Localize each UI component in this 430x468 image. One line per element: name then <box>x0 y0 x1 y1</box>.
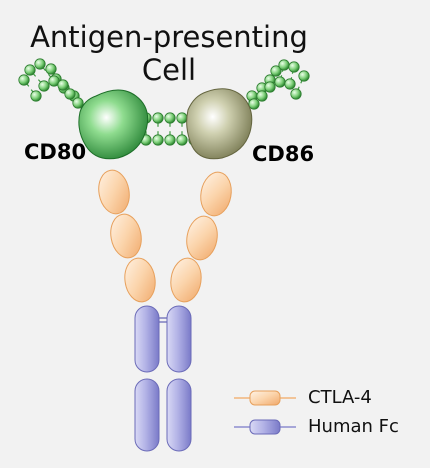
ctla4-domain-right-1 <box>200 171 232 217</box>
fc-domain-left-upper <box>134 305 160 373</box>
membrane-lipid-bead <box>57 79 69 91</box>
cell-title-line1: Antigen-presenting <box>30 20 308 54</box>
membrane-lipid-bead <box>72 97 84 109</box>
legend-ctla4-label: CTLA-4 <box>308 387 372 408</box>
membrane-lipid-bead <box>64 88 76 100</box>
membrane-lipid-bead <box>264 81 276 93</box>
cd80-label: CD80 <box>24 140 87 164</box>
ctla4-domain-right-3 <box>170 257 202 303</box>
ctla4-domain-left-3 <box>124 257 156 303</box>
membrane-lipid-bead <box>248 98 260 110</box>
cd80-protein <box>78 89 149 160</box>
membrane-lipid-bead <box>270 65 282 77</box>
legend-fc-icon <box>234 419 296 435</box>
membrane-lipid-bead <box>176 134 188 146</box>
membrane-lipid-bead <box>152 112 164 124</box>
cd86-protein <box>186 88 253 160</box>
membrane-lipid-bead <box>34 58 46 70</box>
ctla4-domain-left-1 <box>98 169 130 215</box>
ctla4-domain-right-2 <box>186 215 218 261</box>
legend-fc-label: Human Fc <box>308 416 399 437</box>
cd86-label: CD86 <box>252 142 315 166</box>
membrane-lipid-bead <box>38 80 50 92</box>
membrane-lipid-bead <box>164 112 176 124</box>
membrane-lipid-bead <box>176 112 188 124</box>
ctla4-domain-left-2 <box>110 213 142 259</box>
membrane-lipid-bead <box>288 61 300 73</box>
membrane-lipid-bead <box>256 90 268 102</box>
legend-ctla4-icon <box>234 390 296 406</box>
membrane-lipid-bead <box>24 64 36 76</box>
membrane-lipid-bead <box>284 78 296 90</box>
membrane-lipid-bead <box>290 88 302 100</box>
membrane-lipid-bead <box>45 63 57 75</box>
cell-membrane <box>18 58 310 146</box>
membrane-lipid-bead <box>30 90 42 102</box>
membrane-lipid-bead <box>152 134 164 146</box>
membrane-lipid-bead <box>18 74 30 86</box>
membrane-lipid-bead <box>298 70 310 82</box>
fc-domain-right-upper <box>166 305 192 373</box>
cell-title-line2: Cell <box>141 53 197 87</box>
fc-domain-right-lower <box>166 378 192 452</box>
fc-domain-left-lower <box>134 378 160 452</box>
membrane-lipid-bead <box>164 134 176 146</box>
